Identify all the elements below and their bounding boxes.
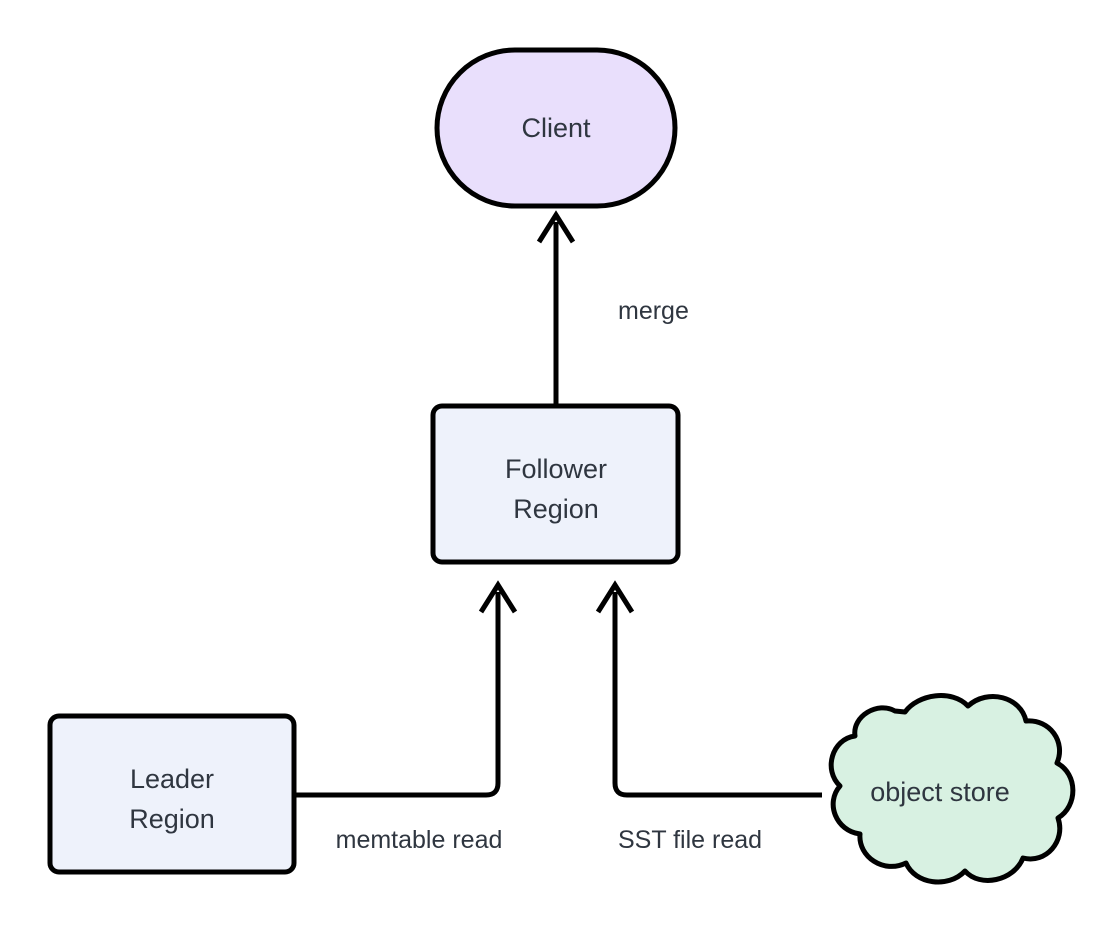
node-object-store[interactable]: object store <box>828 693 1076 885</box>
arrowhead-sst-file-read-icon <box>595 580 635 614</box>
follower-region-label-line2: Region <box>513 494 599 524</box>
edge-label-merge: merge <box>618 297 689 325</box>
follower-region-shape <box>430 403 681 565</box>
edge-store-to-follower: SST file read <box>595 580 822 854</box>
follower-region-label-line1: Follower <box>505 454 607 484</box>
edge-leader-to-follower: memtable read <box>294 580 518 854</box>
leader-region-label-line2: Region <box>129 804 215 834</box>
object-store-label: object store <box>870 777 1010 807</box>
object-store-shape <box>828 693 1076 885</box>
node-leader-region[interactable]: Leader Region <box>47 713 297 875</box>
edge-label-sst-file-read: SST file read <box>618 826 762 854</box>
node-client[interactable]: Client <box>434 47 678 209</box>
leader-region-shape <box>47 713 297 875</box>
client-label: Client <box>521 113 591 143</box>
arrowhead-merge-icon <box>536 210 576 244</box>
leader-region-label-line1: Leader <box>130 764 214 794</box>
edge-line-sst-file-read <box>612 592 822 798</box>
node-follower-region[interactable]: Follower Region <box>430 403 681 565</box>
client-shape <box>434 47 678 209</box>
arrowhead-memtable-read-icon <box>478 580 518 614</box>
edge-line-memtable-read <box>294 592 501 798</box>
edge-label-memtable-read: memtable read <box>336 826 503 854</box>
